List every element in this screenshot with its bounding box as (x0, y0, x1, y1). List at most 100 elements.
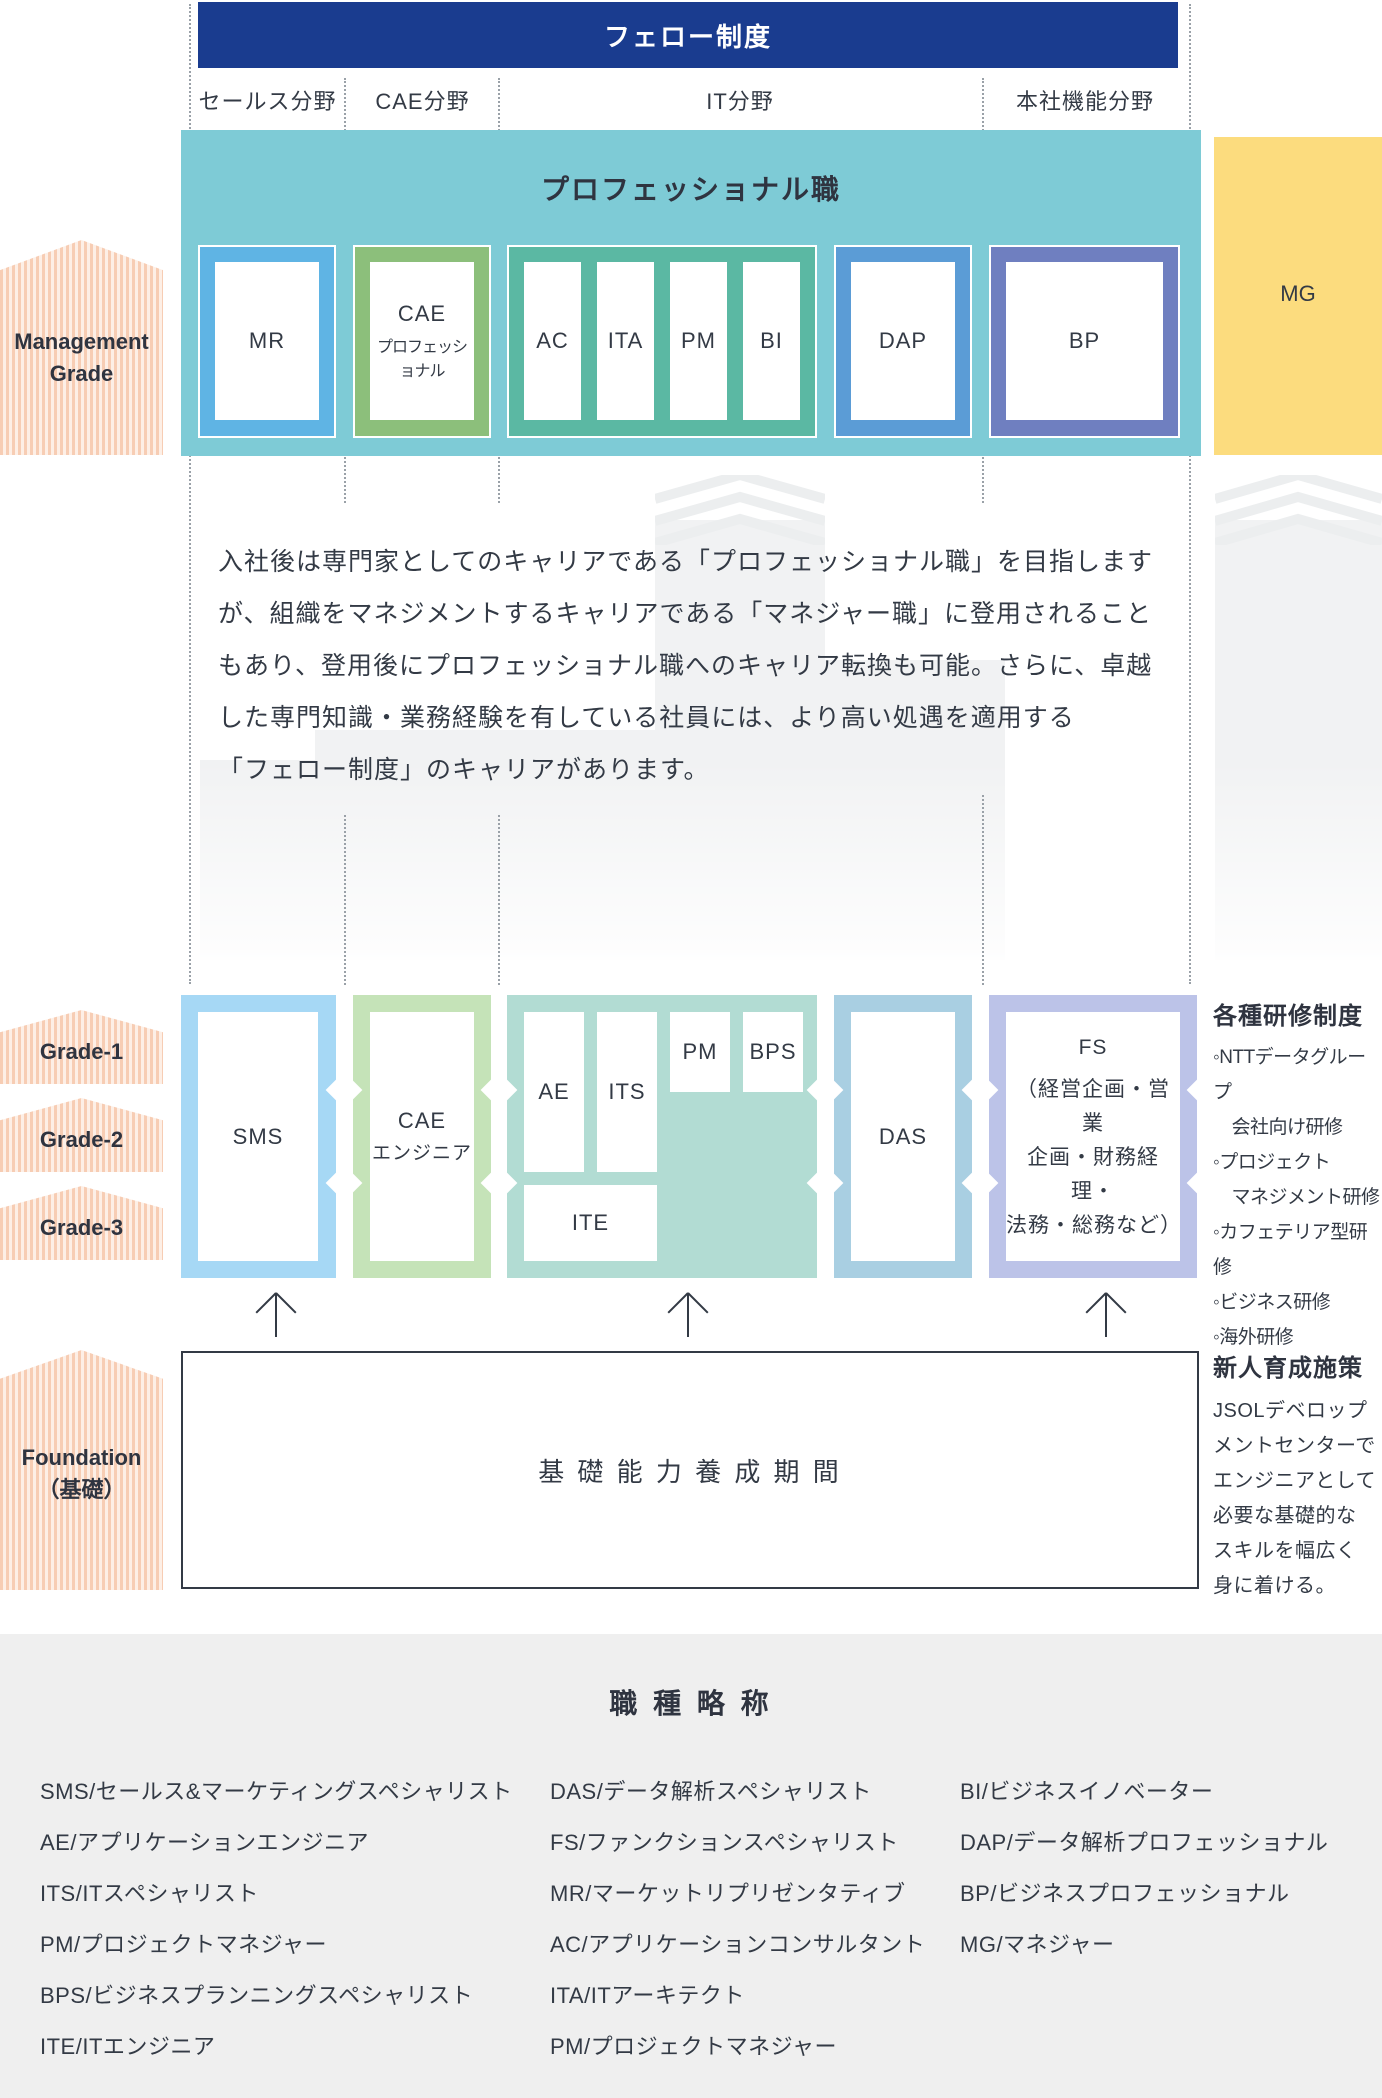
fellow-bar: フェロー制度 (198, 2, 1178, 68)
dap-box: DAP (851, 262, 955, 420)
foundation-box-label: 基 礎 能 力 養 成 期 間 (538, 1456, 842, 1487)
ite-label: ITE (571, 1210, 610, 1235)
fs-line3: 企画・財務経理・ (1027, 1145, 1159, 1203)
ae-label: AE (538, 1079, 570, 1104)
field-label-it: IT分野 (706, 89, 774, 114)
field-label-corporate: 本社機能分野 (1015, 89, 1154, 114)
description-line3: もあり、登用後にプロフェッショナル職へのキャリア転換も可能。さらに、卓越 (218, 652, 1153, 680)
abbreviation-item: MR/マーケットリプリゼンタティブ (550, 1881, 906, 1906)
newcomer-line: エンジニアとして (1213, 1470, 1376, 1492)
abbreviations-section (0, 1634, 1382, 2098)
watermark-fade (150, 760, 1382, 980)
foundation-box: 基 礎 能 力 養 成 期 間 (181, 1351, 1199, 1589)
training-item: ◦カフェテリア型研修 (1213, 1222, 1368, 1278)
its-label: ITS (608, 1079, 646, 1104)
fs-line4: 法務・総務など） (1006, 1213, 1182, 1237)
abbreviation-item: ITE/ITエンジニア (40, 2034, 216, 2059)
ita-label: ITA (607, 328, 644, 353)
bi-box: BI (743, 262, 800, 420)
cae-eng-box: CAE エンジニア (370, 1012, 474, 1261)
abbreviation-item: PM/プロジェクトマネジャー (550, 2034, 838, 2059)
column-divider (982, 795, 984, 985)
mr-label: MR (248, 328, 286, 353)
pm-pro-label: PM (681, 328, 716, 353)
abbreviation-item: PM/プロジェクトマネジャー (40, 1932, 328, 1957)
newcomer-line: 必要な基礎的な (1213, 1505, 1357, 1527)
training-item: マネジメント研修 (1213, 1187, 1381, 1208)
sms-box: SMS (198, 1012, 318, 1261)
abbreviation-item: BP/ビジネスプロフェッショナル (960, 1881, 1290, 1906)
training-item: ◦プロジェクト (1213, 1152, 1331, 1173)
foundation-line2: （基礎） (37, 1477, 126, 1502)
abbreviation-item: BI/ビジネスイノベーター (960, 1779, 1214, 1804)
professional-title: プロフェッショナル職 (540, 174, 841, 205)
management-grade-line1: Management (14, 329, 149, 354)
bps-label: BPS (749, 1039, 797, 1064)
das-box: DAS (851, 1012, 955, 1261)
grade1-label: Grade-1 (39, 1039, 124, 1064)
training-item: ◦NTTデータグループ (1213, 1047, 1366, 1103)
cae-eng-line1: CAE (397, 1108, 447, 1133)
description-line5: 「フェロー制度」のキャリアがあります。 (218, 756, 710, 784)
mg-block (1214, 137, 1382, 455)
fs-box: FS （経営企画・営業 企画・財務経理・ 法務・総務など） (1006, 1012, 1182, 1261)
ae-box: AE (524, 1012, 584, 1172)
training-list: ◦NTTデータグループ 会社向け研修 ◦プロジェクト マネジメント研修 ◦カフェ… (1213, 1040, 1382, 1355)
mg-label: MG (1280, 281, 1316, 306)
grade2-label: Grade-2 (39, 1127, 124, 1152)
abbreviation-item: MG/マネジャー (960, 1932, 1115, 1957)
management-grade-arrow (0, 240, 163, 455)
training-item: ◦海外研修 (1213, 1327, 1294, 1348)
training-item: 会社向け研修 (1213, 1117, 1344, 1138)
fs-line1: FS (1078, 1035, 1108, 1059)
pm-grade-box: PM (670, 1012, 730, 1092)
cae-pro-box: CAE プロフェッショナル (370, 262, 474, 420)
watermark-chevron-right (1215, 475, 1382, 545)
up-arrow-icon (275, 1293, 277, 1337)
column-divider (344, 815, 346, 985)
abbreviation-item: FS/ファンクションスペシャリスト (550, 1830, 899, 1855)
abbreviation-item: ITS/ITスペシャリスト (40, 1881, 259, 1906)
management-grade-line2: Grade (49, 361, 114, 386)
bi-label: BI (760, 328, 783, 353)
up-arrow-icon (1105, 1293, 1107, 1337)
abbreviations-col2: DAS/データ解析スペシャリスト FS/ファンクションスペシャリスト MR/マー… (550, 1766, 925, 2072)
newcomer-text: JSOLデベロップ メントセンターで エンジニアとして 必要な基礎的な スキルを… (1213, 1394, 1382, 1604)
its-box: ITS (597, 1012, 657, 1172)
abbreviations-title: 職 種 略 称 (609, 1688, 773, 1719)
field-label-sales: セールス分野 (198, 89, 337, 114)
ita-box: ITA (597, 262, 654, 420)
newcomer-line: スキルを幅広く (1213, 1540, 1357, 1562)
newcomer-title: 新人育成施策 (1213, 1355, 1363, 1382)
pm-pro-box: PM (670, 262, 727, 420)
newcomer-line: メントセンターで (1213, 1435, 1376, 1457)
description-line4: した専門知識・業務経験を有している社員には、より高い処遇を適用する (218, 704, 1075, 732)
training-item: ◦ビジネス研修 (1213, 1292, 1331, 1313)
mr-box: MR (215, 262, 319, 420)
cae-eng-line2: エンジニア (371, 1143, 472, 1164)
foundation-arrow (0, 1350, 163, 1590)
abbreviation-item: BPS/ビジネスプランニングスペシャリスト (40, 1983, 474, 2008)
abbreviation-item: DAS/データ解析スペシャリスト (550, 1779, 872, 1804)
cae-pro-line1: CAE (397, 301, 447, 326)
cae-pro-line2: プロフェッショナル (376, 339, 468, 380)
description-line2: が、組織をマネジメントするキャリアである「マネジャー職」に登用されること (218, 600, 1153, 628)
field-label-cae: CAE分野 (375, 89, 470, 114)
ac-box: AC (524, 262, 581, 420)
foundation-line1: Foundation (21, 1445, 142, 1470)
fs-line2: （経営企画・営業 (1016, 1077, 1170, 1135)
column-divider (498, 815, 500, 985)
abbreviations-col3: BI/ビジネスイノベーター DAP/データ解析プロフェッショナル BP/ビジネス… (960, 1766, 1328, 1970)
sms-label: SMS (232, 1123, 284, 1149)
abbreviation-item: SMS/セールス&マーケティングスペシャリスト (40, 1779, 513, 1804)
bps-box: BPS (743, 1012, 803, 1092)
description-line1: 入社後は専門家としてのキャリアである「プロフェッショナル職」を目指します (218, 548, 1154, 576)
management-grade-label: Management Grade (0, 326, 163, 390)
newcomer-line: JSOLデベロップ (1213, 1400, 1368, 1422)
das-label: DAS (878, 1123, 928, 1149)
newcomer-line: 身に着ける。 (1213, 1575, 1336, 1597)
abbreviation-item: ITA/ITアーキテクト (550, 1983, 745, 2008)
column-divider (189, 4, 191, 984)
abbreviations-col1: SMS/セールス&マーケティングスペシャリスト AE/アプリケーションエンジニア… (40, 1766, 513, 2072)
abbreviation-item: AC/アプリケーションコンサルタント (550, 1932, 926, 1957)
